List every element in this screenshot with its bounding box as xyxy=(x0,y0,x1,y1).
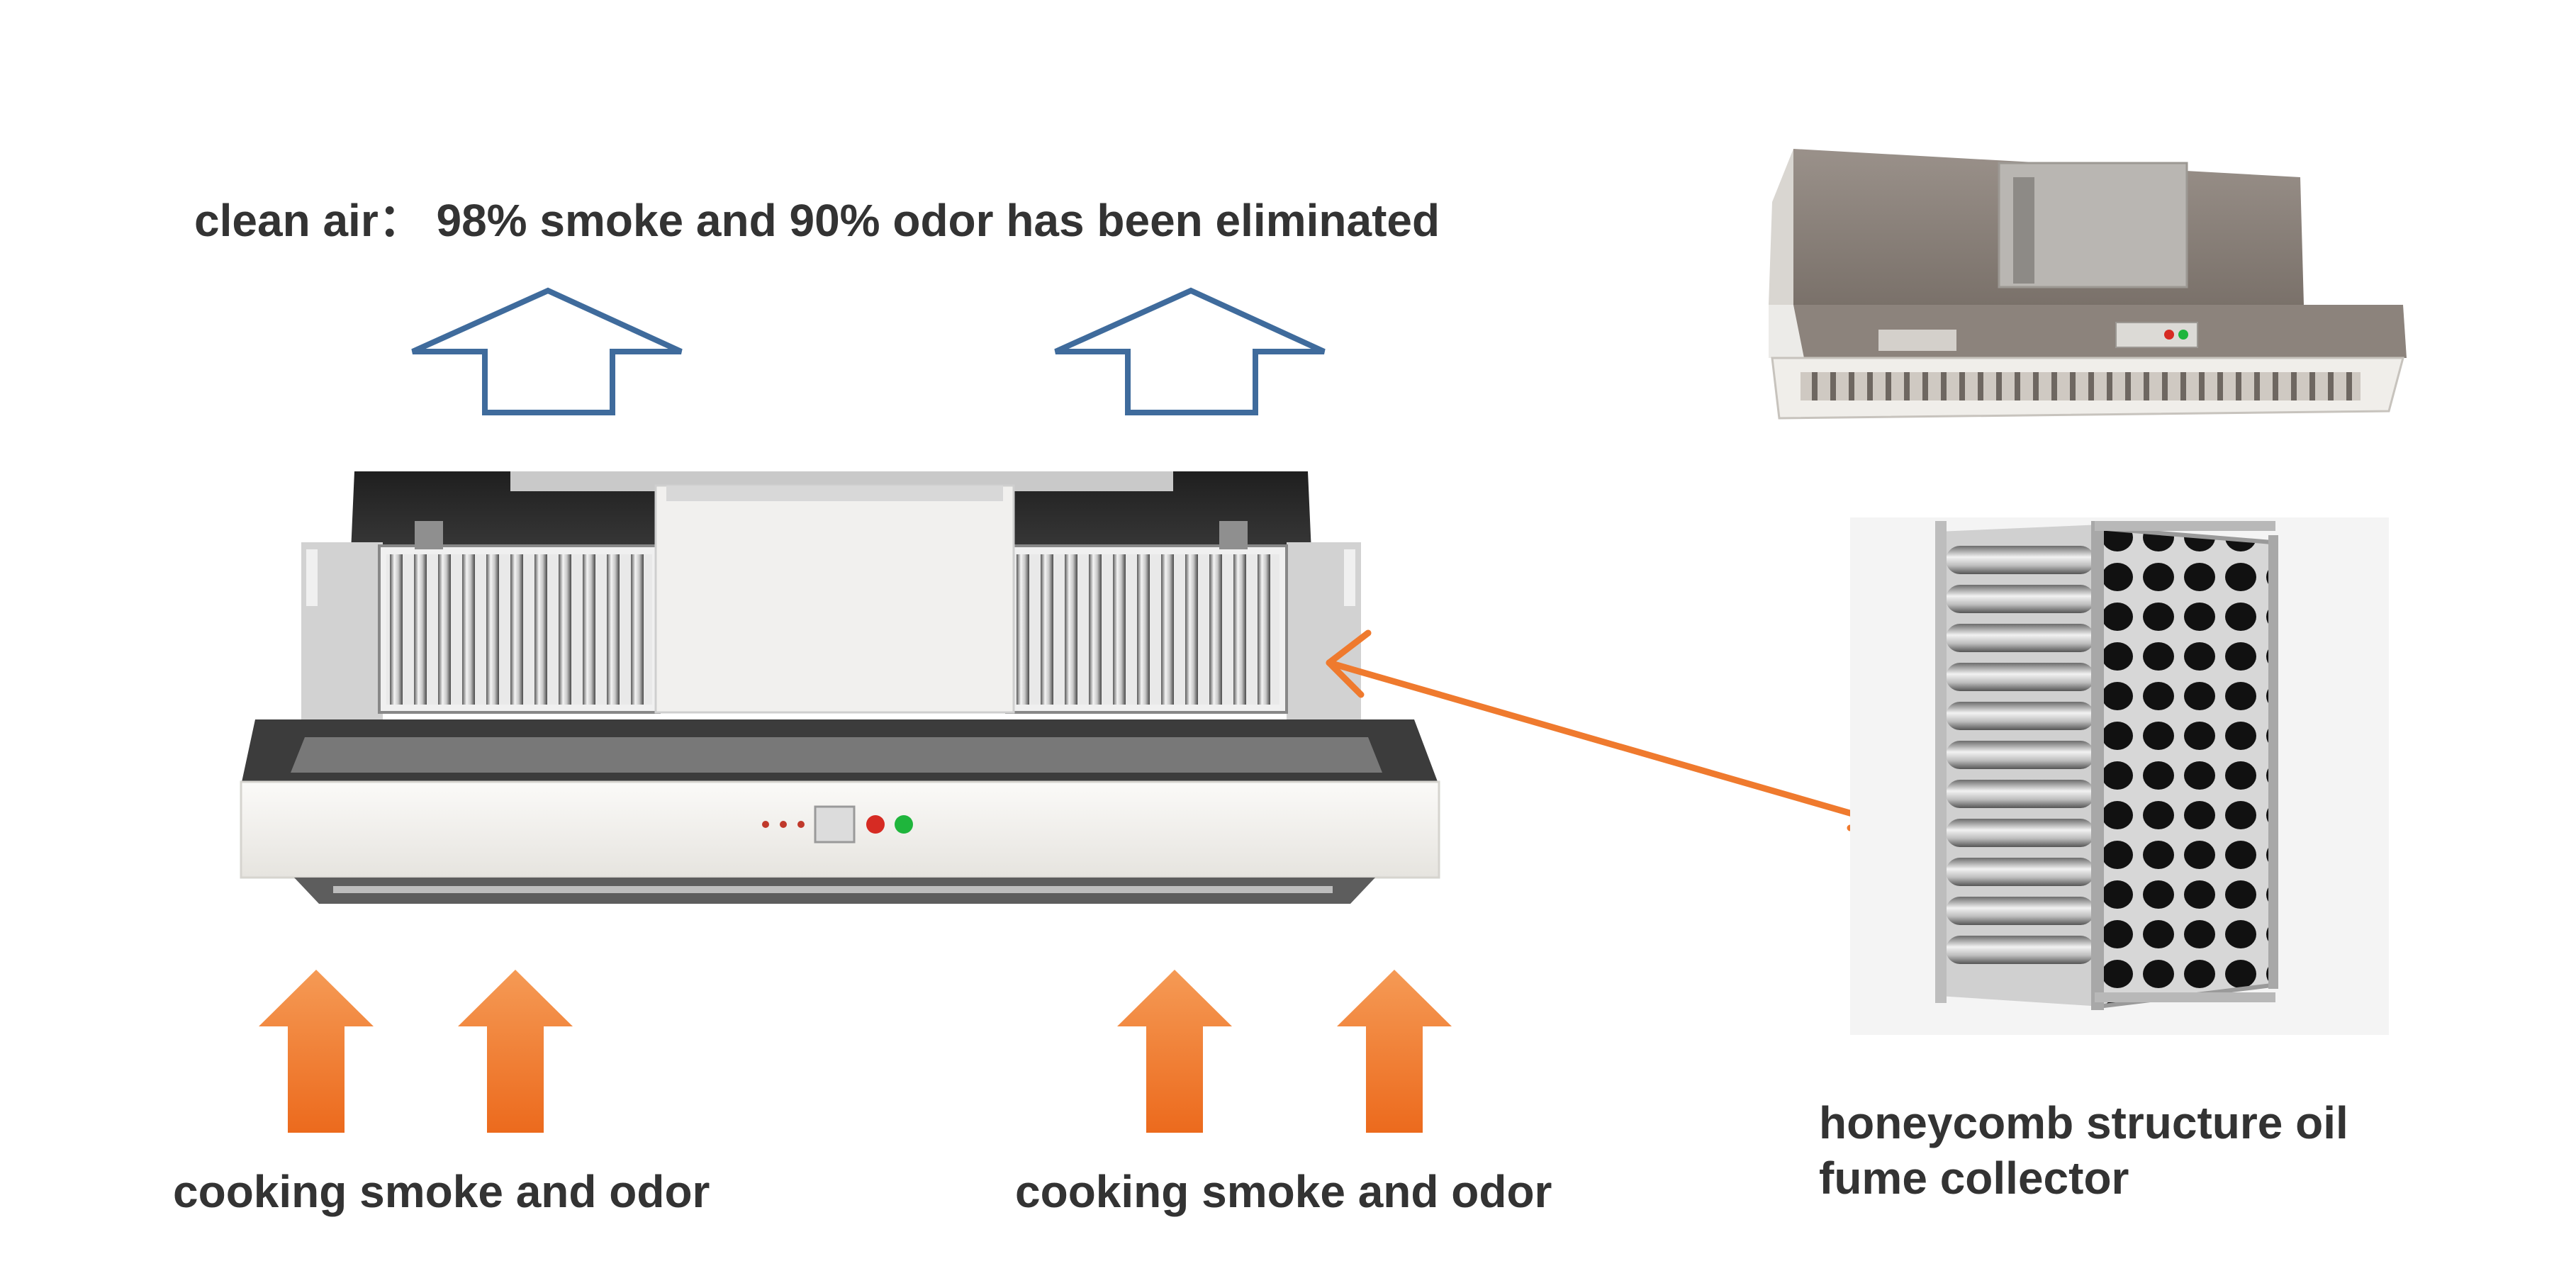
inflow-label-right: cooking smoke and odor xyxy=(1015,1166,1552,1217)
inflow-label-left: cooking smoke and odor xyxy=(173,1166,710,1217)
clean-air-headline: clean air： 98% smoke and 90% odor has be… xyxy=(194,195,1440,246)
collector-label-line-2: fume collector xyxy=(1819,1153,2129,1204)
smoke-arrow-3-icon xyxy=(1117,970,1232,1133)
clean-air-arrow-left-icon xyxy=(411,287,683,415)
smoke-arrow-2-icon xyxy=(458,970,573,1133)
clean-air-arrow-right-icon xyxy=(1054,287,1326,415)
hood-product-photo xyxy=(1769,149,2407,420)
collector-label-line-1: honeycomb structure oil xyxy=(1819,1097,2348,1148)
smoke-arrow-1-icon xyxy=(259,970,374,1133)
exhaust-hood-illustration xyxy=(240,471,1440,904)
honeycomb-collector-photo xyxy=(1850,517,2389,1035)
collector-label: honeycomb structure oil fume collector xyxy=(1819,1095,2348,1206)
smoke-arrow-4-icon xyxy=(1337,970,1452,1133)
